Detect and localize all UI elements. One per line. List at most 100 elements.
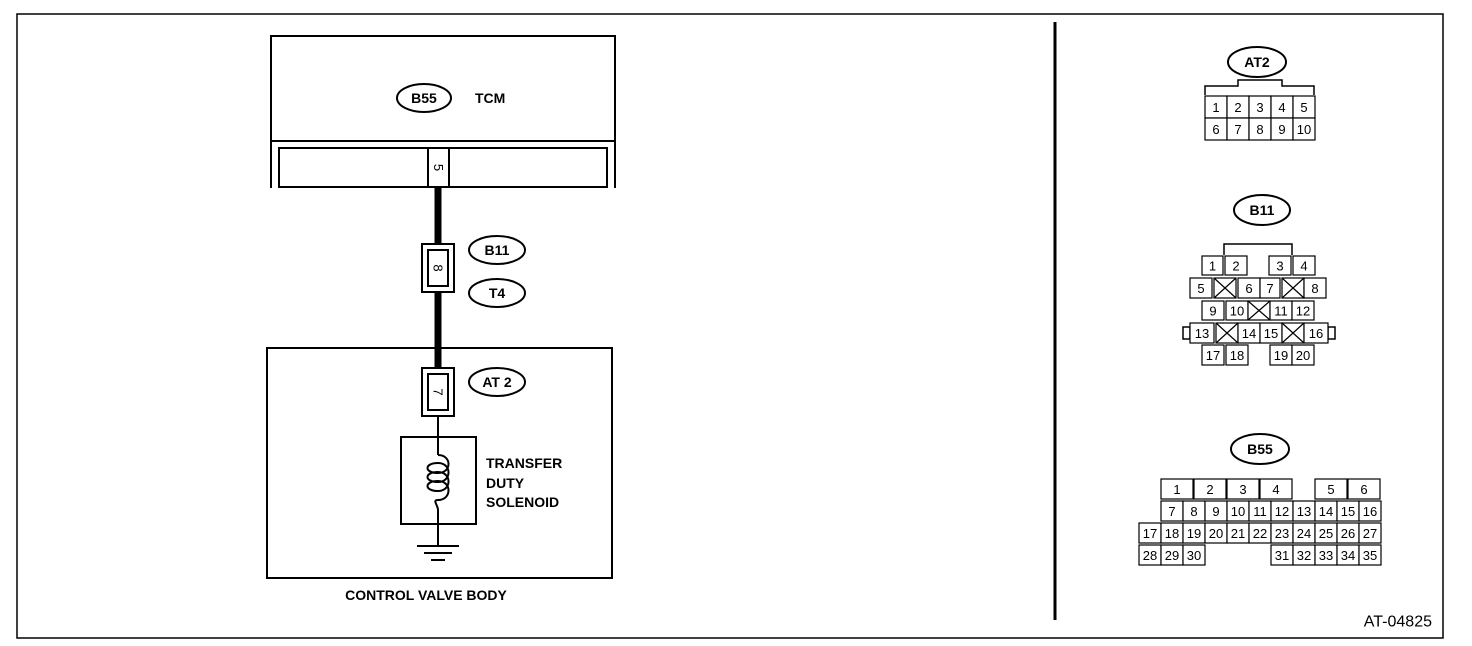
pin-cell [1347, 478, 1381, 500]
pin-number: 22 [1253, 526, 1267, 541]
pin-number: 2 [1206, 482, 1213, 497]
pin-number: 3 [1239, 482, 1246, 497]
pin-number: 1 [1173, 482, 1180, 497]
blank-pin-cross [1281, 277, 1305, 299]
pin-number: 24 [1297, 526, 1311, 541]
pin-number: 23 [1275, 526, 1289, 541]
pin-number: 10 [1230, 304, 1244, 319]
pin-number: 31 [1275, 548, 1289, 563]
pin-number: 5 [1197, 281, 1204, 296]
connector-badge-b11 [468, 235, 526, 265]
pin-number: 27 [1363, 526, 1377, 541]
connector-badge-b55 [396, 83, 452, 113]
connector-view-code-b11: B11 [1250, 202, 1275, 218]
at2-pin-label: 7 [431, 388, 446, 395]
pin-number: 13 [1297, 504, 1311, 519]
connector-code-b55: B55 [411, 90, 437, 106]
tcm-module: 5 B55 TCM [270, 35, 616, 188]
pin-number: 8 [1256, 122, 1263, 137]
pin-number: 8 [1311, 281, 1318, 296]
pin-number: 3 [1256, 100, 1263, 115]
pin-number: 20 [1209, 526, 1223, 541]
pin-number: 19 [1187, 526, 1201, 541]
pin-number: 4 [1300, 259, 1307, 274]
pin-number: 15 [1341, 504, 1355, 519]
connector-code-at2: AT 2 [482, 374, 512, 390]
pin-cell [1224, 255, 1248, 276]
pin-number: 5 [1327, 482, 1334, 497]
connector-view-badge-at2 [1227, 46, 1287, 78]
pin-number: 10 [1297, 122, 1311, 137]
pin-number: 12 [1296, 304, 1310, 319]
connector-code-b11: B11 [485, 242, 510, 258]
reference-code: AT-04825 [1364, 614, 1432, 631]
solenoid-box [400, 436, 477, 525]
pin-cell [1201, 255, 1224, 276]
pin-number: 12 [1275, 504, 1289, 519]
valve-body-label: CONTROL VALVE BODY [345, 587, 507, 603]
pin-number: 28 [1143, 548, 1157, 563]
pin-cell [1358, 522, 1382, 544]
pin-number: 6 [1212, 122, 1219, 137]
pin-number: 4 [1272, 482, 1279, 497]
pin-cell [1303, 277, 1327, 299]
pin-number: 16 [1309, 326, 1323, 341]
blank-pin-cross [1281, 322, 1305, 344]
pin-cell [1189, 277, 1213, 299]
pin-cell [1160, 478, 1194, 500]
pin-number: 2 [1234, 100, 1241, 115]
pin-cell [1292, 117, 1316, 141]
solenoid-label-line1: TRANSFER [486, 455, 562, 471]
control-valve-body: CONTROL VALVE BODY 7 AT 2 TRANSFER DUTY … [266, 347, 613, 603]
pin-number: 11 [1253, 504, 1267, 519]
pin-number: 30 [1187, 548, 1201, 563]
pin-cell [1201, 300, 1225, 321]
pin-cell [1193, 478, 1227, 500]
pin-number: 9 [1278, 122, 1285, 137]
pin-number: 20 [1296, 348, 1310, 363]
pin-number: 6 [1245, 281, 1252, 296]
pin-cell [1201, 344, 1225, 366]
pin-cell [1314, 478, 1348, 500]
pin-number: 10 [1231, 504, 1245, 519]
pin-cell [1291, 300, 1315, 321]
pin-cell [1189, 322, 1215, 344]
pin-cell [1259, 277, 1281, 299]
pin-number: 26 [1341, 526, 1355, 541]
pin-cell [1303, 322, 1329, 344]
pin-number: 17 [1206, 348, 1220, 363]
pin-number: 34 [1341, 548, 1355, 563]
pin-number: 5 [1300, 100, 1307, 115]
harness-pin-label: 8 [431, 264, 446, 271]
pin-number: 1 [1209, 259, 1216, 274]
pin-number: 6 [1360, 482, 1367, 497]
pin-cell [1358, 500, 1382, 522]
pin-number: 15 [1264, 326, 1278, 341]
pin-cell [1358, 544, 1382, 566]
connector-badge-at2 [468, 367, 526, 397]
ground-icon [417, 545, 459, 561]
pin-number: 9 [1212, 504, 1219, 519]
pin-number: 4 [1278, 100, 1285, 115]
blank-pin-cross [1213, 277, 1237, 299]
solenoid-coil-icon [426, 454, 450, 511]
pin-number: 32 [1297, 548, 1311, 563]
connector-code-t4: T4 [489, 285, 506, 301]
pin-number: 16 [1363, 504, 1377, 519]
pin-cell [1225, 344, 1249, 366]
tcm-label: TCM [475, 90, 505, 106]
pin-number: 18 [1230, 348, 1244, 363]
pin-number: 25 [1319, 526, 1333, 541]
pin-number: 18 [1165, 526, 1179, 541]
pin-number: 17 [1143, 526, 1157, 541]
pin-number: 3 [1276, 259, 1283, 274]
pin-number: 8 [1190, 504, 1197, 519]
pin-cell [1226, 478, 1260, 500]
solenoid-label-line2: DUTY [486, 475, 525, 491]
solenoid-label-line3: SOLENOID [486, 494, 559, 510]
pin-cell [1182, 544, 1206, 566]
